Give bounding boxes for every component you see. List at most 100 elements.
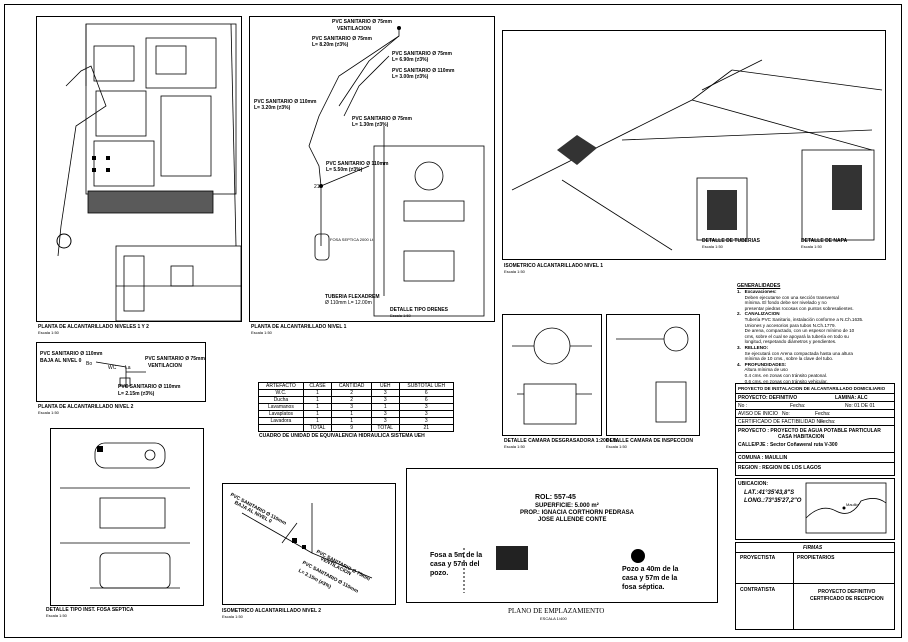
n2-pipe-c: PVC SANITARIO Ø 110mm — [118, 384, 181, 390]
tb-lat: LAT.:41°35'43,8"S — [744, 490, 795, 496]
tb-aviso: AVISO DE INICIO — [738, 411, 778, 417]
tb-comuna: COMUNA : MAULLIN — [738, 455, 788, 461]
location-map — [805, 482, 887, 534]
panel-scale: Escala 1:50 — [38, 410, 59, 415]
table-cell: Lavadora — [258, 417, 304, 425]
drenes-scale: Escala 1:50 — [390, 313, 411, 318]
title-block — [735, 383, 895, 476]
nivel2-drawing — [95, 361, 146, 387]
tb-cert-fecha: Fecha: — [820, 419, 836, 425]
generalidades-line: mínima de 10 cms., sobre la clave del tu… — [737, 356, 834, 362]
vent-pipe-label: PVC SANITARIO Ø 75mm — [332, 19, 392, 25]
table-cell: 1 — [370, 403, 400, 411]
n2-baja: BAJA AL NIVEL 0 — [40, 358, 82, 364]
panel-camara-inspeccion — [606, 314, 700, 436]
tb-proyecto-desc: PROYECTO : PROYECTO DE AGUA POTABLE PART… — [738, 428, 881, 434]
tb-calle: CALLE/PJE : Sector Coñaweral ruta V-300 — [738, 442, 838, 448]
tb-fecha: Fecha: — [790, 403, 806, 409]
generalidades-heading: GENERALIDADES — [737, 283, 781, 289]
table-cell: 6 — [398, 396, 455, 404]
panel-title: DETALLE CAMARA DE INSPECCION — [606, 438, 693, 444]
table-cell — [258, 424, 304, 432]
map-label-maullin: Maullin — [846, 502, 859, 507]
col-header: UEH — [370, 382, 400, 390]
vent-word: VENTILACION — [337, 26, 371, 32]
table-cell: 1 — [302, 389, 333, 397]
n2-la: La — [125, 365, 131, 371]
table-cell: 2 — [331, 389, 372, 397]
generalidades-line: Deben ejecutarse con una sección transve… — [737, 294, 839, 300]
generalidades-line: 0.6 cms. en zonas con tránsito vehicular… — [737, 378, 828, 384]
seg6-pipe: PVC SANITARIO Ø 110mm — [326, 161, 389, 167]
panel-scale: Escala 1:50 — [46, 613, 67, 618]
panel-scale: Escala 1:50 — [222, 614, 243, 619]
site-prop: PROP.: IGNACIA CORTHORN PEDRASA — [520, 510, 635, 516]
generalidades-line: 4. PROFUNDIDADES: — [737, 361, 787, 367]
firmas-block — [735, 542, 895, 630]
table-cell: 21 — [398, 424, 455, 432]
n2-bo: Bo — [86, 361, 93, 367]
camara-desgrasadora-drawing — [512, 327, 592, 425]
tb-no: No : — [738, 403, 748, 409]
tuberia-label: TUBERIA FLEXADREM — [325, 294, 380, 300]
fosa-note-2: casa y 57m del — [430, 561, 480, 568]
panel-scale: Escala 1:50 — [606, 444, 627, 449]
isometric-drawing — [511, 59, 883, 251]
seg4-pipe: PVC SANITARIO Ø 110mm — [254, 99, 317, 105]
seg1-pipe: PVC SANITARIO Ø 75mm — [312, 36, 372, 42]
panel-scale: Escala 1:50 — [38, 330, 59, 335]
generalidades-line: mínima. El fondo debe ser nivelado y no — [737, 300, 827, 306]
pozo-note-1: Pozo a 40m de la — [622, 566, 679, 573]
generalidades-line: De arena, compactado, con un espesor mín… — [737, 328, 855, 334]
tb-proyectista: PROYECTISTA — [740, 555, 776, 561]
seg1-len: L= 8.20m (≠3%) — [312, 42, 349, 48]
fosa-drawing — [60, 442, 190, 589]
table-total-row: TOTAL 9 TOTAL 21 — [258, 424, 455, 432]
ueh-header-row: ARTEFACTO CLASE CANTIDAD UEH SUBTOTAL UE… — [258, 382, 455, 390]
panel-scale: Escala 1:50 — [504, 269, 525, 274]
tuberias-scale: Escala 1:50 — [702, 244, 723, 249]
generalidades-line: Se ejecutará con Arena compactada hasta … — [737, 350, 853, 356]
panel-isometrico-nivel1 — [502, 30, 886, 260]
col-header: SUBTOTAL UEH — [398, 382, 455, 390]
table-cell: 3 — [398, 417, 455, 425]
panel-emplazamiento — [406, 468, 718, 603]
panel-title: ISOMETRICO ALCANTARILLADO NIVEL 2 — [222, 608, 322, 614]
n2-pipe-b: PVC SANITARIO Ø 75mm — [145, 356, 205, 362]
col-header: CANTIDAD — [331, 382, 372, 390]
tb-region: REGION : REGION DE LOS LAGOS — [738, 465, 822, 471]
node-21: 21 — [314, 184, 320, 190]
generalidades-line: cms, sobre el cual se apoyará la tubería… — [737, 333, 849, 339]
panel-planta-nivel2 — [36, 342, 206, 402]
generalidades-line: 1. Excavaciones: — [737, 289, 777, 294]
table-cell: 1 — [302, 410, 333, 418]
generalidades-notes: GENERALIDADES 1. Excavaciones: Deben eje… — [737, 283, 897, 384]
generalidades-line: 3. RELLENO: — [737, 344, 769, 350]
table-cell: 3 — [370, 417, 400, 425]
seg5-len: L= 1.30m (≠3%) — [352, 122, 389, 128]
tb-aviso-no: No: — [782, 411, 790, 417]
n2-pipe-a: PVC SANITARIO Ø 110mm — [40, 351, 103, 357]
fosa-note-3: pozo. — [430, 570, 449, 577]
table-cell: 3 — [398, 410, 455, 418]
col-header: CLASE — [302, 382, 333, 390]
table-cell: Lavaplatos — [258, 410, 304, 418]
site-prop2: JOSE ALLENDE CONTE — [538, 517, 607, 523]
generalidades-line: longitud, respetando diámetros y pendien… — [737, 339, 837, 345]
generalidades-line: presentar piedras rocosas con puntos sob… — [737, 305, 854, 311]
panel-title: PLANTA DE ALCANTARILLADO NIVEL 1 — [251, 324, 347, 330]
table-cell: Lavamanos — [258, 403, 304, 411]
tb-propietarios: PROPIETARIOS — [797, 555, 835, 561]
drawing-sheet — [4, 4, 902, 638]
generalidades-line: 0.4 cms. en zonas con tránsito peatonal. — [737, 372, 828, 378]
table-cell: TOTAL — [302, 424, 333, 432]
panel-camara-desgrasadora — [502, 314, 602, 436]
tb-cert: CERTIFICADO DE FACTIBILIDAD No: — [738, 419, 825, 425]
col-header: ARTEFACTO — [258, 382, 304, 390]
floor-plan-drawing — [56, 23, 242, 322]
tb-lamina: LAMINA: ALC — [835, 395, 868, 401]
iso-n2-drawing — [241, 503, 373, 579]
